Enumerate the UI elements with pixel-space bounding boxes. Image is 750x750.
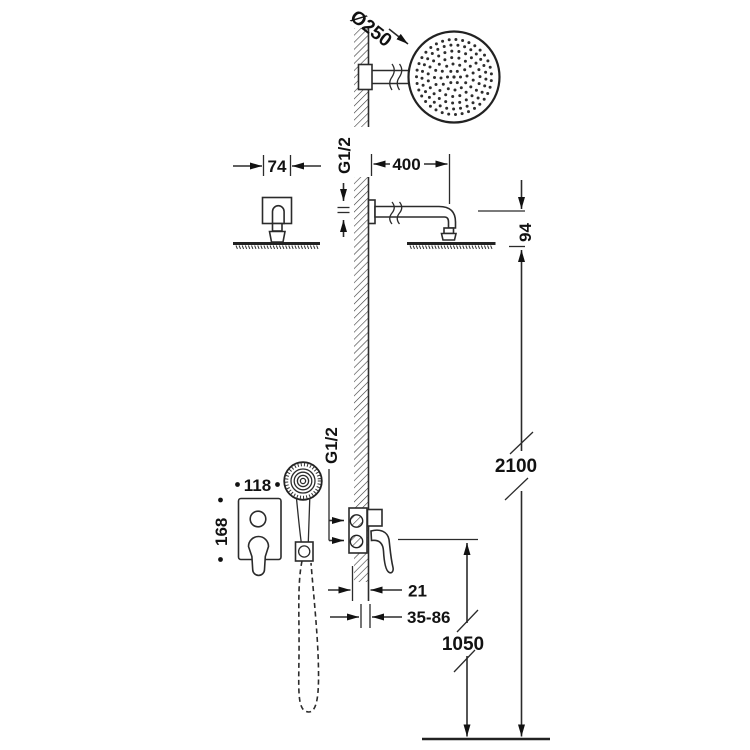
thread-top-label: G1/2	[335, 137, 354, 174]
arm-connector-neck	[271, 222, 283, 232]
hand-shower-handle-edge	[295, 498, 302, 543]
arm-end-profile	[271, 204, 285, 225]
dimension-74: 74	[233, 155, 321, 176]
dimension-1050: 1050	[398, 538, 484, 737]
dimension-168: 168	[212, 497, 231, 562]
dimension-21: 21	[328, 582, 427, 601]
dimension-94: 94	[478, 180, 535, 248]
valve-lever-handle	[370, 529, 394, 574]
valve-screw	[349, 514, 364, 528]
shower-arm-tube	[374, 205, 457, 229]
dimension-35-86: 35-86	[330, 604, 450, 628]
overhead-shower-front-view	[233, 196, 320, 250]
hand-shower	[283, 461, 323, 713]
break-slash	[453, 649, 476, 673]
break-mark	[396, 63, 403, 91]
thread-callout-top: G1/2	[335, 137, 354, 237]
valve-screw	[349, 534, 364, 549]
valve-trim-box	[366, 508, 383, 527]
mixer-trim-plate	[237, 497, 282, 577]
dimension-118-label: 118	[244, 476, 271, 495]
wall-hatch-main	[354, 177, 368, 582]
diameter-label: Ø250	[346, 6, 396, 51]
holder-socket	[297, 545, 311, 558]
dimension-35-86-label: 35-86	[407, 608, 450, 627]
break-slash	[509, 431, 534, 455]
inwall-mixer-valve	[348, 507, 394, 601]
dimension-dot	[275, 482, 280, 487]
dimension-400-label: 400	[392, 155, 420, 174]
dimension-168-label: 168	[212, 518, 231, 546]
dimension-94-label: 94	[516, 223, 535, 242]
hand-shower-ring	[296, 474, 310, 488]
overhead-shower-plan-view	[357, 30, 501, 124]
thread-callout-bottom: G1/2	[322, 427, 344, 544]
dimension-dot	[235, 482, 240, 487]
hand-shower-handle-edge	[307, 497, 311, 543]
dimension-dot	[218, 557, 223, 562]
shower-hose	[297, 560, 320, 713]
hand-shower-rim-texture	[284, 462, 322, 500]
break-mark	[396, 201, 403, 225]
mixer-lever-handle	[247, 535, 270, 577]
break-mark	[389, 201, 395, 225]
break-mark	[389, 63, 395, 91]
wall-section-main	[354, 177, 370, 601]
hand-shower-ring	[293, 471, 313, 491]
diverter-knob	[249, 510, 267, 528]
dimension-400: 400	[370, 154, 451, 204]
dimension-21-label: 21	[408, 582, 427, 601]
hand-shower-head	[283, 461, 323, 501]
nozzle-dot-pattern	[415, 38, 493, 116]
thread-bottom-label: G1/2	[322, 427, 341, 464]
arm-wall-flange-plan	[357, 63, 373, 91]
nozzle-specks-side	[409, 245, 493, 250]
nozzle-specks-front	[235, 245, 319, 250]
dimension-118: 118	[235, 476, 280, 495]
dimension-dot	[218, 497, 223, 503]
overhead-shower-side-view	[367, 199, 496, 250]
dimension-1050-label: 1050	[442, 634, 484, 655]
break-slash	[504, 477, 529, 501]
head-connector-nut	[440, 232, 458, 241]
head-connector-neck	[443, 227, 455, 235]
arm-connector-nut	[268, 230, 286, 243]
diameter-leader-arrow	[388, 28, 409, 45]
hand-shower-holder	[294, 541, 314, 562]
hand-shower-ring	[299, 477, 307, 485]
hand-shower-ring	[290, 468, 316, 494]
dimension-74-label: 74	[268, 157, 287, 176]
dimension-2100-label: 2100	[495, 456, 537, 477]
break-slash	[456, 609, 479, 633]
arm-wall-escutcheon-side	[367, 199, 376, 225]
dimension-2100: 2100	[495, 250, 537, 737]
